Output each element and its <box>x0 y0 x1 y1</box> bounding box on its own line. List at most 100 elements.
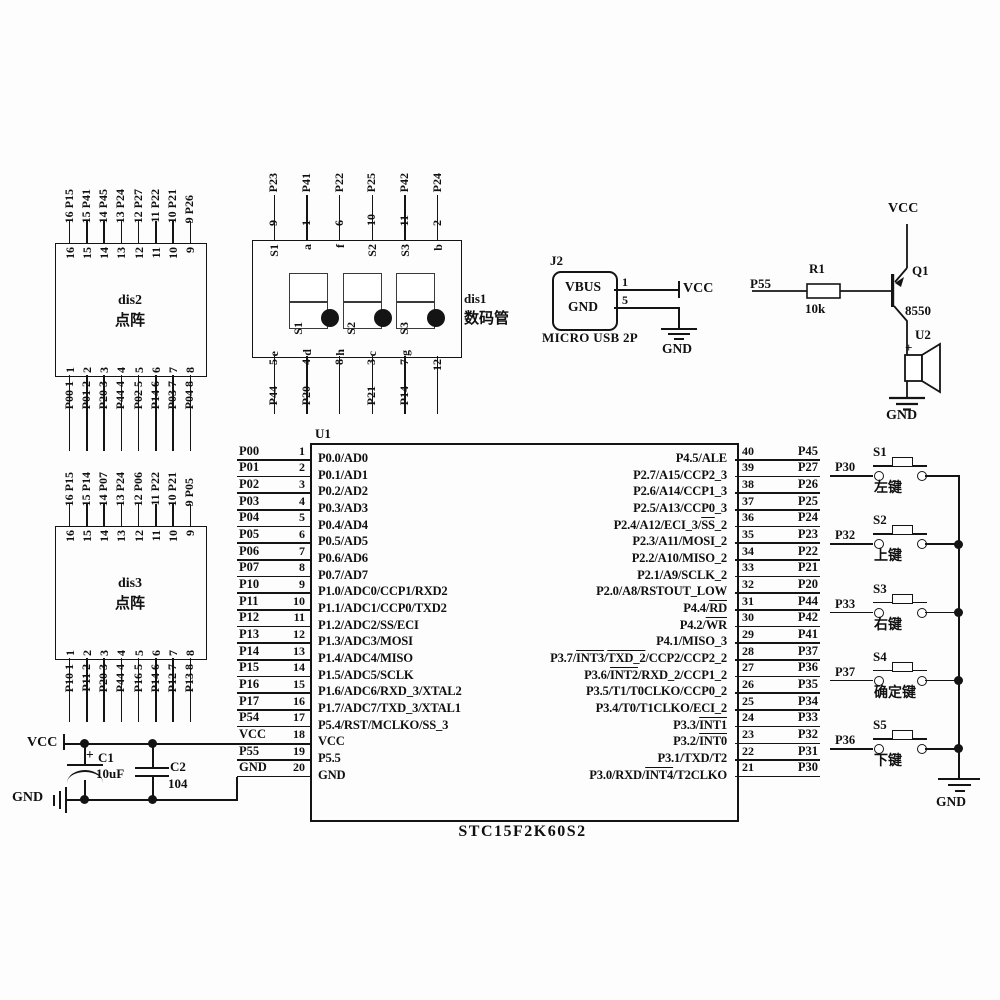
dis2-bottom-pin-numbers: 1 2 3 4 5 6 7 <box>61 345 199 373</box>
pin-column: 16 <box>61 247 78 277</box>
pin-net-label: P20 <box>299 386 313 406</box>
pin-row: 12 P13 <box>237 627 310 645</box>
pin-function-label: P4.1/MISO_3 <box>656 634 727 649</box>
pin-net-label: P41 <box>299 172 313 192</box>
pin-number: 1 <box>299 220 313 226</box>
c1-plus-sign: + <box>86 747 94 762</box>
j2-part-label: MICRO USB 2P <box>542 330 639 345</box>
dis3-top-pins: 16 P15 15 P14 14 P07 13 P24 12 P06 <box>61 446 199 526</box>
pin-column: 7 P14 <box>389 356 422 436</box>
digit-middle-bar <box>343 301 382 303</box>
wire-segment <box>735 709 820 711</box>
pin-net-label: 9 P05 <box>182 477 197 506</box>
pin-number: 15 <box>79 247 94 259</box>
pin-column: 8 <box>182 628 199 656</box>
pin-net-label: P02 5 <box>130 381 145 410</box>
pin-row: 39 P27 <box>735 460 820 478</box>
pin-column: 13 P24 <box>113 163 130 243</box>
wire-segment <box>830 679 873 682</box>
key-function-label: 确定键 <box>874 685 916 701</box>
pin-row: 33 P21 <box>735 560 820 578</box>
wire-segment <box>371 356 374 414</box>
pin-net-label: 16 P15 <box>61 471 76 506</box>
pin-column: 15 <box>78 247 95 277</box>
dis2-ref: dis2 <box>117 293 143 308</box>
pin-function-label: P1.7/ADC7/TXD_3/XTAL1 <box>318 701 461 716</box>
pin-number: 30 <box>742 610 754 625</box>
pin-net-label: P00 1 <box>61 381 76 410</box>
dis1-bottom-segment-letters: e d h c g <box>258 330 454 356</box>
key-function-label: 右键 <box>874 617 902 633</box>
dis1-top-segment-letters: S1 a f S2 S3 b <box>258 244 454 272</box>
switch-contact <box>874 471 884 481</box>
wire-segment <box>273 195 276 240</box>
pin-net-label: P04 8 <box>182 381 197 410</box>
digit-middle-bar <box>289 301 328 303</box>
pin-column: P04 8 <box>182 375 199 455</box>
pin-number: 3 <box>97 367 112 373</box>
wire-segment <box>735 659 820 661</box>
u1-ref: U1 <box>315 426 331 441</box>
segment-letter: a <box>300 244 314 250</box>
pin-net-label: P21 <box>797 560 818 575</box>
wire-segment <box>86 375 88 451</box>
wire-segment <box>86 658 88 722</box>
dis3-label: dis3 点阵 <box>55 576 205 613</box>
wire-segment <box>237 675 310 678</box>
pin-column: 4 <box>113 345 130 373</box>
wire-segment <box>830 475 873 477</box>
pin-number: 34 <box>742 543 754 558</box>
wire-segment <box>237 592 310 595</box>
wire-segment <box>735 775 820 778</box>
pin-number: 24 <box>742 710 754 725</box>
wire-segment <box>120 658 123 722</box>
pin-net-label: 12 P06 <box>130 471 145 506</box>
pin-column: S3 <box>389 244 422 272</box>
pin-row: 15 P16 <box>237 677 310 695</box>
c1-curved-plate <box>67 769 103 783</box>
pin-net-label: GND <box>239 760 267 775</box>
wire-segment <box>68 658 71 722</box>
pin-net-label: P16 5 <box>130 664 145 693</box>
r1-value: 10k <box>805 301 826 316</box>
wire-segment <box>68 375 71 451</box>
pin-column: 10 P25 <box>356 160 389 240</box>
pin-number: 8 <box>183 367 198 373</box>
pin-column: 13 P24 <box>113 446 130 526</box>
wire-segment <box>237 625 310 628</box>
wire-segment <box>338 356 341 414</box>
wire-segment <box>735 609 820 611</box>
wire-segment <box>678 307 680 328</box>
wire-segment <box>189 375 192 451</box>
pin-function-label: GND <box>318 767 346 782</box>
pin-number: 32 <box>742 577 754 592</box>
pin-column: 11 P22 <box>147 446 164 526</box>
pin-function-label: P0.2/AD2 <box>318 484 368 499</box>
pin-net-label: VCC <box>239 727 267 742</box>
dis2-body <box>55 243 207 377</box>
pin-column: 16 P15 <box>61 163 78 243</box>
pin-column: 14 P07 <box>96 446 113 526</box>
pin-column: 12 P27 <box>130 163 147 243</box>
pin-number: 10 <box>166 247 181 259</box>
pin-column: 4 <box>113 628 130 656</box>
pin-number: 8 <box>183 650 198 656</box>
pin-row: 32 P20 <box>735 577 820 595</box>
decimal-point-dot <box>427 309 445 327</box>
wire-segment <box>735 509 820 511</box>
pin-number: 4 <box>299 359 313 365</box>
pin-function-label: P1.2/ADC2/SS/ECI <box>318 617 419 632</box>
pin-column: P00 1 <box>61 375 78 455</box>
junction-dot <box>80 795 89 804</box>
wire-segment <box>735 459 820 461</box>
pin-net-label: P25 <box>797 493 818 508</box>
key-switch: S3 P33 右键 <box>830 577 1000 645</box>
segment-letter: S2 <box>365 244 380 257</box>
pin-net-label: P24 <box>797 510 818 525</box>
pin-row: 2 P01 <box>237 460 310 478</box>
pin-column: 9 <box>182 530 199 560</box>
pin-column: 3 <box>96 345 113 373</box>
pin-row: 29 P41 <box>735 627 820 645</box>
wire-segment <box>237 509 310 511</box>
junction-dot <box>954 540 963 549</box>
